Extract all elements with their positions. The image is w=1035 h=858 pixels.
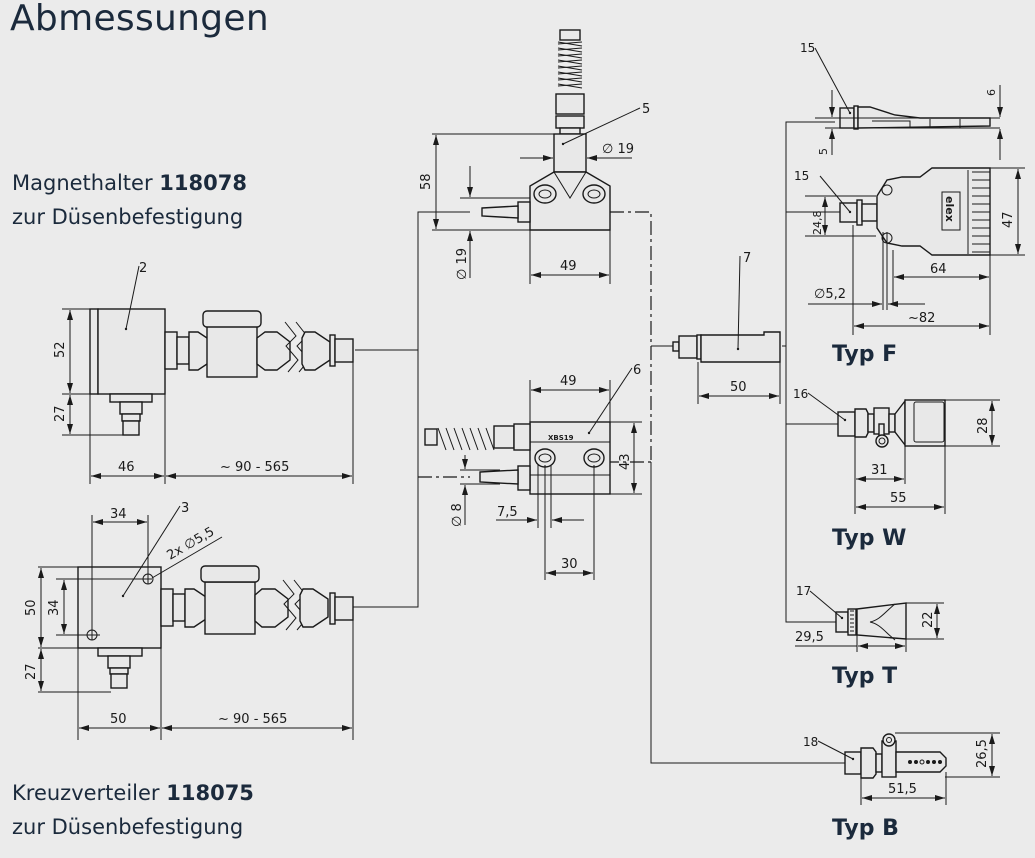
part6-ref: 6 xyxy=(633,363,641,378)
magnethalter-ref: 2 xyxy=(139,261,147,276)
dim-34-y: 34 xyxy=(47,599,62,616)
dim-5: 5 xyxy=(817,148,830,155)
elex-logo: elex xyxy=(943,196,956,222)
kreuzverteiler-ref: 3 xyxy=(181,501,189,516)
typ-f-side-ref: 15 xyxy=(800,41,815,55)
dim-dia19-side: ∅ 19 xyxy=(455,248,470,280)
dim-50-h: 50 xyxy=(24,599,39,616)
typ-f-side-drawing: 15 5 6 xyxy=(800,41,1003,160)
part7-ref: 7 xyxy=(743,251,751,266)
dim-27: 27 xyxy=(53,405,68,422)
dim-55: 55 xyxy=(890,491,907,506)
dim-82: ~82 xyxy=(908,311,935,326)
dim-58: 58 xyxy=(419,173,434,190)
kreuzverteiler-name: Kreuzverteiler xyxy=(12,781,160,805)
dim-dia19-top: ∅ 19 xyxy=(602,142,634,157)
dim-43: 43 xyxy=(618,453,633,470)
connection-lines xyxy=(353,121,835,764)
typ-f-ref: 15 xyxy=(794,169,809,183)
dim-50-part7: 50 xyxy=(730,380,747,395)
typ-w-ref: 16 xyxy=(793,387,808,401)
kreuzverteiler-code: 118075 xyxy=(166,781,254,805)
kreuzverteiler-caption: Kreuzverteiler 118075 zur Düsenbefestigu… xyxy=(12,776,254,844)
dim-6: 6 xyxy=(985,89,998,96)
dim-28: 28 xyxy=(976,417,991,434)
typ-w-drawing: 16 28 31 55 xyxy=(793,387,1000,514)
dim-34-x: 34 xyxy=(110,507,127,522)
kreuzverteiler-drawing: 3 2x ∅5,5 34 50 34 27 50 ~ 90 - 565 xyxy=(24,501,354,740)
dim-52: 52 xyxy=(53,341,68,358)
part5-drawing: 5 58 ∅ 19 ∅ 19 49 xyxy=(419,29,650,284)
typ-f-label: Typ F xyxy=(832,342,898,367)
dim-47: 47 xyxy=(1001,211,1016,228)
dim-51-5: 51,5 xyxy=(888,782,917,797)
dim-dia5-2: ∅5,2 xyxy=(814,287,846,302)
dim-22: 22 xyxy=(921,611,936,628)
dim-27-b: 27 xyxy=(24,663,39,680)
part6-label: XBS19 xyxy=(548,434,574,442)
part7-drawing: 7 50 xyxy=(660,251,781,404)
typ-w-label: Typ W xyxy=(832,526,907,551)
typ-f-drawing: elex 15 24,8 47 64 ∅5,2 ~82 xyxy=(794,167,1025,335)
typ-t-ref: 17 xyxy=(796,584,811,598)
dim-30: 30 xyxy=(561,557,578,572)
dim-hose-1: ~ 90 - 565 xyxy=(220,460,289,475)
dim-49-top: 49 xyxy=(560,259,577,274)
dim-7-5: 7,5 xyxy=(497,505,518,520)
dim-hose-2: ~ 90 - 565 xyxy=(218,712,287,727)
dim-50-w: 50 xyxy=(110,712,127,727)
magnethalter-sub: zur Düsenbefestigung xyxy=(12,205,244,229)
magnethalter-caption: Magnethalter 118078 zur Düsenbefestigung xyxy=(12,166,247,234)
part5-ref: 5 xyxy=(642,102,650,117)
magnethalter-code: 118078 xyxy=(159,171,247,195)
kreuzverteiler-sub: zur Düsenbefestigung xyxy=(12,815,244,839)
dim-24-8: 24,8 xyxy=(811,211,824,236)
page-title: Abmessungen xyxy=(10,0,269,39)
dim-26-5: 26,5 xyxy=(975,739,990,768)
typ-b-drawing: 18 26,5 51,5 xyxy=(800,732,1000,805)
typ-t-label: Typ T xyxy=(832,664,898,689)
dim-49-mid: 49 xyxy=(560,374,577,389)
dim-64: 64 xyxy=(930,262,947,277)
typ-b-ref: 18 xyxy=(803,735,818,749)
dim-dia8: ∅ 8 xyxy=(450,503,465,527)
typ-b-label: Typ B xyxy=(832,816,899,841)
typ-t-drawing: 17 22 29,5 xyxy=(795,584,944,652)
dim-29-5: 29,5 xyxy=(795,630,824,645)
dim-46: 46 xyxy=(118,460,135,475)
magnethalter-drawing: 2 52 27 46 ~ 90 - 565 xyxy=(53,261,354,484)
part6-drawing: XBS19 6 49 43 ∅ 8 7,5 30 xyxy=(424,363,642,580)
dim-31: 31 xyxy=(871,463,888,478)
magnethalter-name: Magnethalter xyxy=(12,171,153,195)
